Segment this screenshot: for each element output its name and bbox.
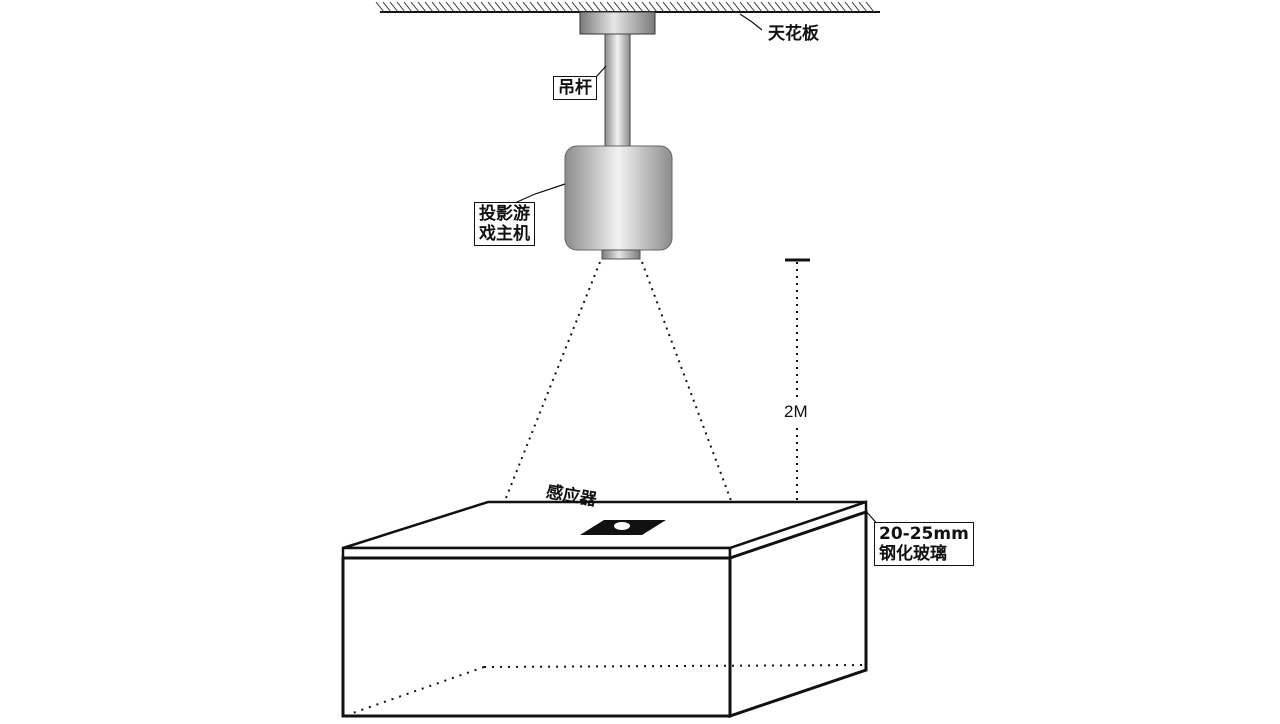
hatch-mark bbox=[690, 1, 700, 13]
hatch-mark bbox=[403, 1, 413, 13]
hatch-mark bbox=[585, 1, 595, 13]
hatch-mark bbox=[578, 1, 588, 13]
hatch-mark bbox=[760, 1, 770, 13]
hatch-mark bbox=[683, 1, 693, 13]
hatch-mark bbox=[634, 1, 644, 13]
hatch-mark bbox=[676, 1, 686, 13]
hatch-mark bbox=[529, 1, 539, 13]
hatch-mark bbox=[480, 1, 490, 13]
hatch-mark bbox=[620, 1, 630, 13]
hatch-mark bbox=[375, 1, 385, 13]
hatch-mark bbox=[382, 1, 392, 13]
hatch-mark bbox=[536, 1, 546, 13]
hatch-mark bbox=[851, 1, 861, 13]
hatch-mark bbox=[494, 1, 504, 13]
hatch-mark bbox=[774, 1, 784, 13]
hatch-mark bbox=[711, 1, 721, 13]
suspension-rod bbox=[604, 33, 631, 147]
hatch-mark bbox=[753, 1, 763, 13]
hatch-mark bbox=[844, 1, 854, 13]
hatch-mark bbox=[508, 1, 518, 13]
hatch-mark bbox=[739, 1, 749, 13]
hatch-mark bbox=[515, 1, 525, 13]
projector-lens bbox=[601, 249, 641, 260]
hatch-mark bbox=[865, 1, 875, 13]
hatch-mark bbox=[718, 1, 728, 13]
hatch-mark bbox=[564, 1, 574, 13]
projector-host bbox=[564, 145, 673, 251]
hatch-mark bbox=[487, 1, 497, 13]
hatch-mark bbox=[627, 1, 637, 13]
sensor-eye bbox=[614, 522, 630, 530]
hatch-mark bbox=[466, 1, 476, 13]
box-front-face bbox=[341, 556, 732, 718]
projector-label-line2: 戏主机 bbox=[479, 224, 530, 244]
hatch-mark bbox=[788, 1, 798, 13]
hatch-mark bbox=[823, 1, 833, 13]
hatch-mark bbox=[613, 1, 623, 13]
hatch-mark bbox=[641, 1, 651, 13]
hatch-mark bbox=[816, 1, 826, 13]
hatch-mark bbox=[830, 1, 840, 13]
hatch-mark bbox=[501, 1, 511, 13]
ceiling-leader bbox=[739, 13, 763, 31]
ceiling-mount bbox=[579, 11, 656, 35]
hatch-mark bbox=[522, 1, 532, 13]
hatch-mark bbox=[725, 1, 735, 13]
hatch-mark bbox=[445, 1, 455, 13]
hatch-mark bbox=[424, 1, 434, 13]
hatch-mark bbox=[669, 1, 679, 13]
hatch-mark bbox=[557, 1, 567, 13]
height-label: 2M bbox=[784, 402, 808, 421]
ceiling-label: 天花板 bbox=[768, 24, 819, 44]
hatch-mark bbox=[655, 1, 665, 13]
hatch-mark bbox=[837, 1, 847, 13]
projector-label-line1: 投影游 bbox=[479, 204, 530, 224]
hatch-mark bbox=[473, 1, 483, 13]
hatch-mark bbox=[606, 1, 616, 13]
beam-left bbox=[493, 261, 601, 529]
hatch-mark bbox=[697, 1, 707, 13]
hatch-mark bbox=[389, 1, 399, 13]
hatch-mark bbox=[704, 1, 714, 13]
hatch-mark bbox=[781, 1, 791, 13]
hatch-mark bbox=[452, 1, 462, 13]
hatch-mark bbox=[550, 1, 560, 13]
projector-label: 投影游 戏主机 bbox=[474, 202, 535, 246]
hatch-mark bbox=[767, 1, 777, 13]
hatch-mark bbox=[431, 1, 441, 13]
hatch-mark bbox=[410, 1, 420, 13]
hatch-mark bbox=[809, 1, 819, 13]
hatch-mark bbox=[858, 1, 868, 13]
beam-right bbox=[641, 261, 743, 531]
glass-label-line1: 20-25mm bbox=[879, 524, 969, 544]
hatch-mark bbox=[571, 1, 581, 13]
glass-label: 20-25mm 钢化玻璃 bbox=[874, 522, 974, 566]
rod-label: 吊杆 bbox=[553, 76, 597, 100]
hatch-mark bbox=[648, 1, 658, 13]
hatch-mark bbox=[732, 1, 742, 13]
hatch-mark bbox=[662, 1, 672, 13]
glass-label-line2: 钢化玻璃 bbox=[879, 544, 947, 564]
hatch-mark bbox=[543, 1, 553, 13]
hatch-mark bbox=[417, 1, 427, 13]
hatch-mark bbox=[802, 1, 812, 13]
hatch-mark bbox=[795, 1, 805, 13]
hatch-mark bbox=[396, 1, 406, 13]
ceiling bbox=[375, 1, 880, 13]
hatch-mark bbox=[746, 1, 756, 13]
hatch-mark bbox=[459, 1, 469, 13]
hatch-mark bbox=[599, 1, 609, 13]
hatch-mark bbox=[592, 1, 602, 13]
ceiling-hatch bbox=[375, 1, 875, 13]
hatch-mark bbox=[438, 1, 448, 13]
